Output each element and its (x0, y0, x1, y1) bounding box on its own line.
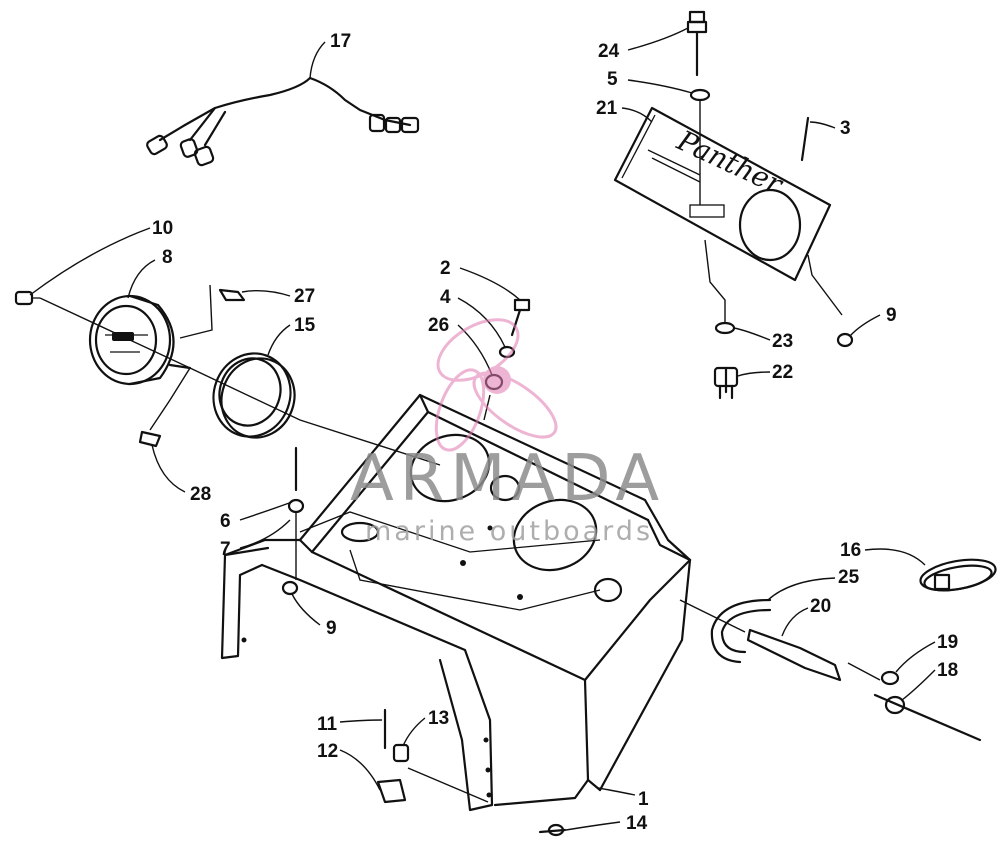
gauge-bezel (212, 352, 296, 439)
watermark: ARMADA marine outboards (350, 318, 665, 547)
callout-10: 10 (152, 218, 173, 239)
callout-20: 20 (810, 596, 831, 617)
callout-18: 18 (937, 660, 958, 681)
watermark-subtitle: marine outboards (365, 516, 653, 547)
nameplate: Panther (613, 106, 832, 282)
callout-22: 22 (772, 362, 793, 383)
nameplate-script: Panther (671, 123, 788, 201)
propeller-logo (434, 318, 558, 452)
wiring-harness (146, 76, 420, 167)
callout-11: 11 (317, 714, 338, 735)
callout-15: 15 (294, 315, 316, 336)
callout-3: 3 (840, 118, 851, 139)
callout-9-lower: 9 (326, 618, 337, 639)
callout-4: 4 (440, 287, 451, 308)
callout-5: 5 (607, 69, 618, 90)
callout-17: 17 (330, 31, 351, 52)
callout-14: 14 (626, 813, 648, 834)
callout-27: 27 (294, 286, 315, 307)
callout-23: 23 (772, 331, 793, 352)
callout-26: 26 (428, 315, 449, 336)
callout-28: 28 (190, 484, 211, 505)
callout-1: 1 (638, 789, 649, 810)
watermark-title: ARMADA (350, 442, 665, 516)
leader-lines (29, 27, 936, 831)
callout-7: 7 (220, 539, 231, 560)
hardware-parts (138, 10, 997, 837)
callout-13: 13 (428, 708, 449, 729)
callout-25: 25 (838, 567, 860, 588)
speedometer-gauge (88, 294, 192, 386)
callout-9-upper: 9 (886, 305, 897, 326)
callout-16: 16 (840, 540, 861, 561)
callout-21: 21 (596, 98, 618, 119)
callout-19: 19 (937, 632, 958, 653)
callout-24: 24 (598, 41, 620, 62)
callout-6: 6 (220, 511, 231, 532)
callout-8: 8 (162, 247, 173, 268)
callout-2: 2 (440, 258, 451, 279)
callout-12: 12 (317, 741, 338, 762)
callout-labels: 1 2 3 4 5 6 7 8 9 9 10 11 12 13 14 15 16… (152, 31, 958, 834)
lamp-bulb (14, 290, 40, 306)
